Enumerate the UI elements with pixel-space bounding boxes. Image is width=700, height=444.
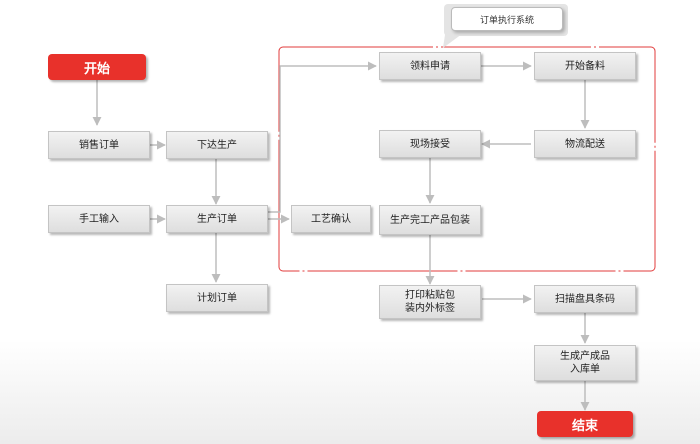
node-material-request[interactable]: 领料申请 — [379, 52, 481, 80]
node-print-labels-line2: 装内外标签 — [405, 303, 455, 314]
callout-pointer — [443, 28, 470, 48]
callout-label: 订单执行系统 — [479, 15, 534, 26]
node-generate-product-line1: 生成产成品 — [560, 351, 610, 362]
start-terminal[interactable]: 开始 — [48, 54, 146, 80]
node-onsite-receive[interactable]: 现场接受 — [379, 130, 481, 158]
connector-production-to-request — [268, 61, 377, 213]
node-logistics-delivery[interactable]: 物流配送 — [534, 130, 636, 158]
order-execution-system-boundary — [278, 46, 656, 272]
node-issue-production[interactable]: 下达生产 — [166, 131, 268, 159]
end-label: 结束 — [571, 418, 598, 434]
node-sales-order[interactable]: 销售订单 — [48, 131, 150, 159]
node-production-order-label: 生产订单 — [197, 213, 237, 225]
node-production-order[interactable]: 生产订单 — [166, 205, 268, 233]
node-start-stocking-label: 开始备料 — [565, 60, 605, 72]
end-terminal[interactable]: 结束 — [537, 411, 633, 437]
node-generate-product-line2: 入库单 — [570, 364, 600, 375]
node-scan-barcode[interactable]: 扫描盘具条码 — [534, 285, 636, 313]
node-sales-order-label: 销售订单 — [79, 139, 119, 151]
node-logistics-delivery-label: 物流配送 — [565, 138, 605, 150]
node-onsite-receive-label: 现场接受 — [410, 138, 450, 150]
node-manual-input[interactable]: 手工输入 — [48, 205, 150, 233]
node-finished-packaging[interactable]: 生产完工产品包装 — [379, 205, 481, 235]
node-plan-order[interactable]: 计划订单 — [166, 284, 268, 312]
node-generate-product[interactable]: 生成产成品 入库单 — [534, 345, 636, 381]
node-finished-packaging-label: 生产完工产品包装 — [390, 214, 470, 226]
start-label: 开始 — [83, 61, 110, 77]
node-scan-barcode-label: 扫描盘具条码 — [555, 293, 615, 305]
node-plan-order-label: 计划订单 — [197, 292, 237, 304]
node-manual-input-label: 手工输入 — [79, 213, 119, 225]
callout-order-execution-system: 订单执行系统 — [451, 7, 563, 31]
node-issue-production-label: 下达生产 — [197, 139, 237, 151]
node-material-request-label: 领料申请 — [410, 60, 450, 72]
node-start-stocking[interactable]: 开始备料 — [534, 52, 636, 80]
node-process-confirm[interactable]: 工艺确认 — [291, 205, 371, 233]
node-process-confirm-label: 工艺确认 — [311, 213, 351, 225]
node-print-labels-line1: 打印粘贴包 — [405, 290, 455, 301]
node-print-labels[interactable]: 打印粘贴包 装内外标签 — [379, 285, 481, 319]
